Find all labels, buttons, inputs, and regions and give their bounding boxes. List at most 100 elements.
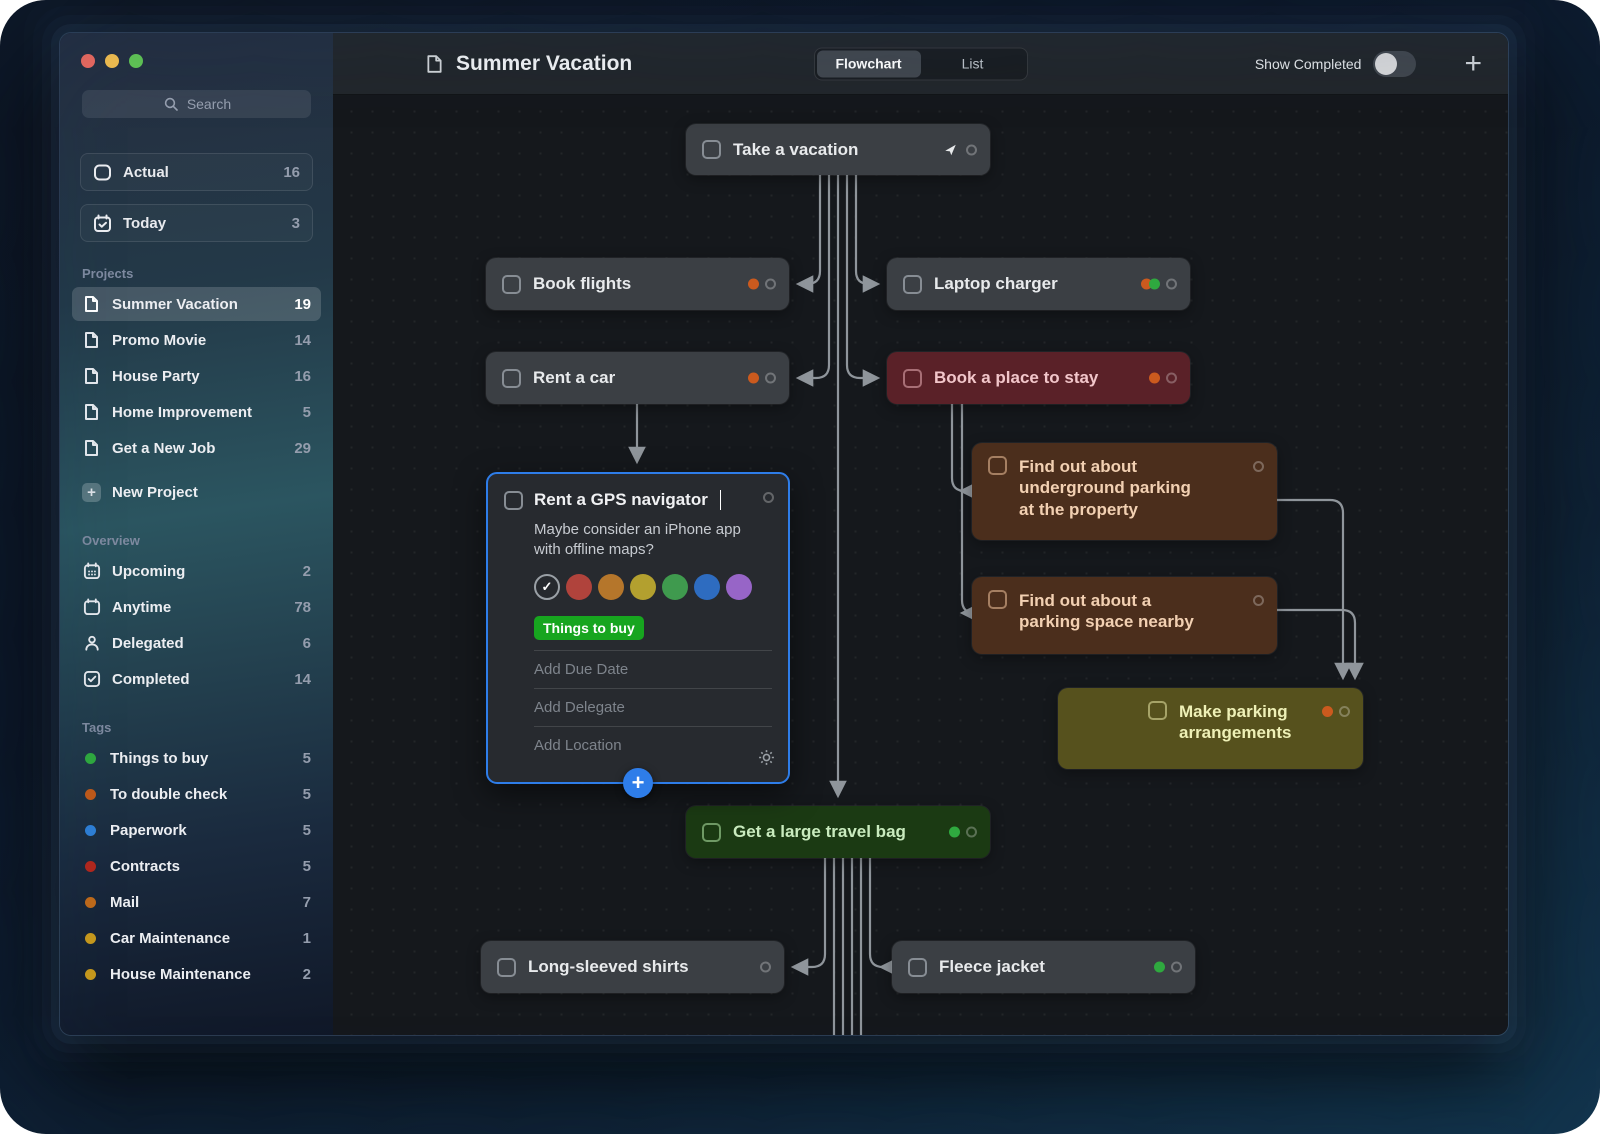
search-placeholder: Search [186, 96, 232, 112]
add-delegate-button[interactable]: Add Delegate [534, 699, 625, 716]
count-badge: 5 [302, 785, 311, 803]
task-checkbox[interactable] [502, 274, 521, 294]
task-checkbox[interactable] [903, 368, 922, 388]
new-project-button[interactable]: + New Project [72, 475, 321, 509]
sidebar-item-home-improvement[interactable]: Home Improvement 5 [72, 395, 321, 429]
count-badge: 6 [302, 634, 311, 652]
main-area: Summer Vacation Flowchart List Show Comp… [333, 33, 1508, 1035]
task-note[interactable]: Maybe consider an iPhone app with offlin… [534, 521, 741, 558]
node-rent-gps-navigator-selected[interactable]: Rent a GPS navigator Maybe consider an i… [486, 472, 790, 798]
location-arrow-icon [941, 140, 960, 159]
check-square-icon [82, 670, 101, 689]
tag-color-dot [85, 752, 96, 764]
tag-color-dot [85, 968, 96, 980]
task-checkbox[interactable] [908, 957, 927, 977]
task-checkbox[interactable] [504, 490, 523, 510]
task-checkbox[interactable] [988, 456, 1007, 475]
delegate-ring-icon [1339, 706, 1350, 717]
sidebar: Search Actual 16 Today 3 Projects Summer… [60, 33, 333, 1035]
node-take-a-vacation[interactable]: Take a vacation [686, 124, 990, 175]
add-dependency-button[interactable]: + [623, 768, 653, 798]
tab-list[interactable]: List [961, 55, 984, 72]
color-swatch-row: ✓ [534, 574, 772, 600]
add-due-date-button[interactable]: Add Due Date [534, 661, 629, 678]
sidebar-tag-paperwork[interactable]: Paperwork 5 [72, 813, 321, 847]
show-completed-label: Show Completed [1254, 55, 1362, 72]
sidebar-tag-house-maintenance[interactable]: House Maintenance 2 [72, 957, 321, 991]
swatch-red[interactable] [566, 574, 592, 600]
document-icon [82, 331, 101, 350]
tab-flowchart[interactable]: Flowchart [816, 50, 921, 77]
delegate-ring-icon [1253, 461, 1264, 472]
count-badge: 2 [302, 562, 311, 580]
swatch-none-selected[interactable]: ✓ [534, 574, 560, 600]
count-badge: 2 [302, 965, 311, 983]
node-long-sleeved-shirts[interactable]: Long-sleeved shirts [481, 941, 784, 993]
delegate-ring-icon [765, 278, 776, 290]
zoom-window-button[interactable] [129, 54, 143, 68]
sidebar-tag-car-maintenance[interactable]: Car Maintenance 1 [72, 921, 321, 955]
tag-color-dot [85, 860, 96, 872]
delegate-ring-icon [966, 826, 977, 838]
count-badge: 1 [302, 929, 311, 947]
sidebar-item-today[interactable]: Today 3 [80, 204, 313, 242]
sidebar-item-delegated[interactable]: Delegated 6 [72, 626, 321, 660]
sidebar-tag-to-double-check[interactable]: To double check 5 [72, 777, 321, 811]
sidebar-tag-mail[interactable]: Mail 7 [72, 885, 321, 919]
task-checkbox[interactable] [1148, 701, 1167, 720]
minimize-window-button[interactable] [105, 54, 119, 68]
add-task-button[interactable]: + [1464, 46, 1482, 80]
swatch-purple[interactable] [726, 574, 752, 600]
gear-icon[interactable] [757, 748, 776, 772]
node-book-flights[interactable]: Book flights [486, 258, 789, 310]
sidebar-item-actual[interactable]: Actual 16 [80, 153, 313, 191]
count-badge: 14 [294, 670, 311, 688]
node-underground-parking[interactable]: Find out about underground parking at th… [972, 443, 1277, 540]
node-book-a-place-to-stay[interactable]: Book a place to stay [887, 352, 1190, 404]
sidebar-item-anytime[interactable]: Anytime 78 [72, 590, 321, 624]
task-checkbox[interactable] [702, 822, 721, 842]
show-completed-toggle[interactable] [1373, 50, 1417, 77]
tag-color-dot [85, 896, 96, 908]
swatch-blue[interactable] [694, 574, 720, 600]
node-get-a-large-travel-bag[interactable]: Get a large travel bag [686, 806, 990, 858]
count-badge: 7 [302, 893, 311, 911]
task-checkbox[interactable] [903, 274, 922, 294]
sidebar-item-upcoming[interactable]: Upcoming 2 [72, 554, 321, 588]
node-fleece-jacket[interactable]: Fleece jacket [892, 941, 1195, 993]
flowchart-canvas[interactable]: Take a vacation Book flights Laptop char… [333, 95, 1508, 1035]
node-rent-a-car[interactable]: Rent a car [486, 352, 789, 404]
sidebar-item-get-a-new-job[interactable]: Get a New Job 29 [72, 431, 321, 465]
swatch-yellow[interactable] [630, 574, 656, 600]
swatch-orange[interactable] [598, 574, 624, 600]
swatch-green[interactable] [662, 574, 688, 600]
projects-section-header: Projects [82, 266, 134, 281]
task-title-input[interactable]: Rent a GPS navigator [534, 490, 708, 509]
task-checkbox[interactable] [502, 368, 521, 388]
node-make-parking-arrangements[interactable]: Make parking arrangements [1058, 688, 1363, 769]
node-parking-space-nearby[interactable]: Find out about a parking space nearby [972, 577, 1277, 654]
person-icon [82, 634, 101, 653]
sidebar-tag-things-to-buy[interactable]: Things to buy 5 [72, 741, 321, 775]
sidebar-item-summer-vacation[interactable]: Summer Vacation 19 [72, 287, 321, 321]
task-checkbox[interactable] [988, 590, 1007, 609]
node-laptop-charger[interactable]: Laptop charger [887, 258, 1190, 310]
count-badge: 5 [302, 857, 311, 875]
sidebar-item-completed[interactable]: Completed 14 [72, 662, 321, 696]
sidebar-item-promo-movie[interactable]: Promo Movie 14 [72, 323, 321, 357]
sidebar-item-house-party[interactable]: House Party 16 [72, 359, 321, 393]
add-location-button[interactable]: Add Location [534, 737, 622, 754]
tag-dot-orange [1141, 278, 1152, 290]
calendar-upcoming-icon [82, 562, 101, 581]
sidebar-tag-contracts[interactable]: Contracts 5 [72, 849, 321, 883]
count-badge: 19 [294, 295, 311, 313]
search-input[interactable]: Search [82, 90, 311, 118]
delegate-ring-icon [1171, 961, 1182, 973]
toolbar: Summer Vacation Flowchart List Show Comp… [333, 33, 1508, 95]
tag-pill-things-to-buy[interactable]: Things to buy [534, 616, 644, 640]
close-window-button[interactable] [81, 54, 95, 68]
task-checkbox[interactable] [497, 957, 516, 977]
task-checkbox[interactable] [702, 140, 721, 159]
tag-color-dot [85, 824, 96, 836]
tag-dot-orange [748, 278, 759, 290]
